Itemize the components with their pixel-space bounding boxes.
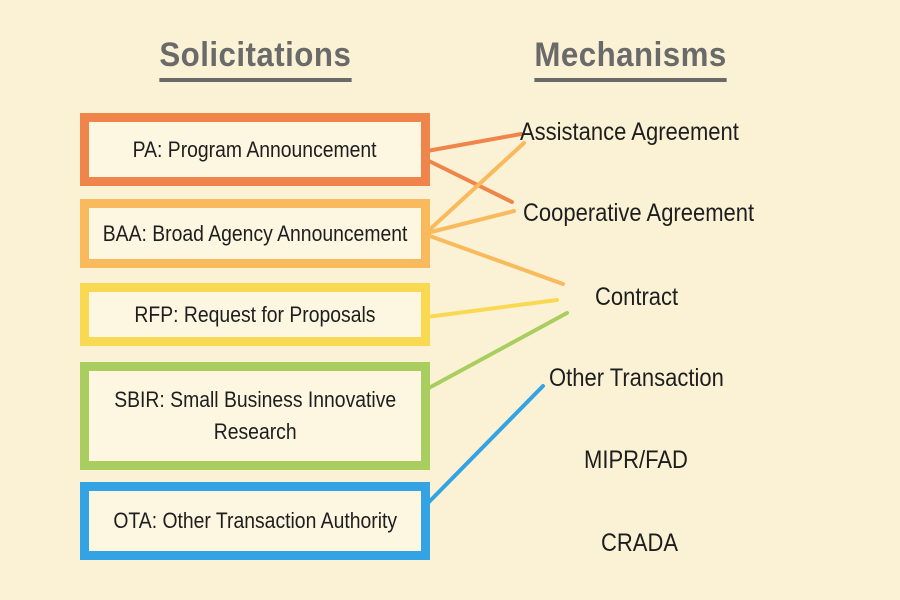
solicitation-label-rfp: RFP: Request for Proposals — [134, 301, 376, 327]
connector-rfp-contract — [425, 298, 559, 319]
solicitation-label-pa: PA: Program Announcement — [133, 136, 377, 162]
solicitations-heading: Solicitations — [80, 36, 430, 82]
connector-pa-cooperative — [425, 158, 514, 204]
mechanism-label-assistance-agreement: Assistance Agreement — [520, 118, 769, 147]
mechanism-text-cooperative-agreement: Cooperative Agreement — [523, 199, 755, 227]
solicitations-heading-text: Solicitations — [159, 36, 351, 82]
mechanisms-heading: Mechanisms — [483, 36, 778, 82]
mechanism-text-contract: Contract — [595, 283, 679, 311]
solicitation-box-sbir: SBIR: Small Business Innovative Research — [80, 362, 430, 470]
mechanism-label-cooperative-agreement: Cooperative Agreement — [523, 199, 786, 228]
solicitation-label-baa: BAA: Broad Agency Announcement — [102, 220, 408, 246]
connector-pa-assistance — [425, 132, 523, 153]
mechanism-text-other-transaction: Other Transaction — [549, 364, 724, 392]
solicitation-box-pa: PA: Program Announcement — [80, 113, 430, 186]
solicitation-box-baa: BAA: Broad Agency Announcement — [80, 199, 430, 268]
solicitation-label-sbir: SBIR: Small Business Innovative Research — [114, 387, 396, 444]
mechanisms-heading-text: Mechanisms — [534, 36, 727, 82]
connector-ota-other-transaction — [425, 384, 545, 506]
mechanism-text-crada: CRADA — [601, 529, 679, 557]
mechanism-label-other-transaction: Other Transaction — [549, 364, 748, 393]
solicitation-box-rfp: RFP: Request for Proposals — [80, 283, 430, 346]
mechanism-label-contract: Contract — [595, 283, 689, 312]
solicitation-label-ota: OTA: Other Transaction Authority — [113, 508, 397, 534]
mechanism-label-crada: CRADA — [601, 529, 689, 558]
connector-baa-contract — [425, 233, 565, 286]
solicitation-box-ota: OTA: Other Transaction Authority — [80, 482, 430, 560]
connector-baa-cooperative — [425, 209, 516, 235]
mechanism-text-mipr-fad: MIPR/FAD — [584, 446, 688, 474]
connector-sbir-contract — [425, 311, 569, 391]
mechanism-label-mipr-fad: MIPR/FAD — [584, 446, 702, 475]
connector-baa-assistance — [425, 141, 526, 234]
mechanism-text-assistance-agreement: Assistance Agreement — [520, 118, 739, 146]
